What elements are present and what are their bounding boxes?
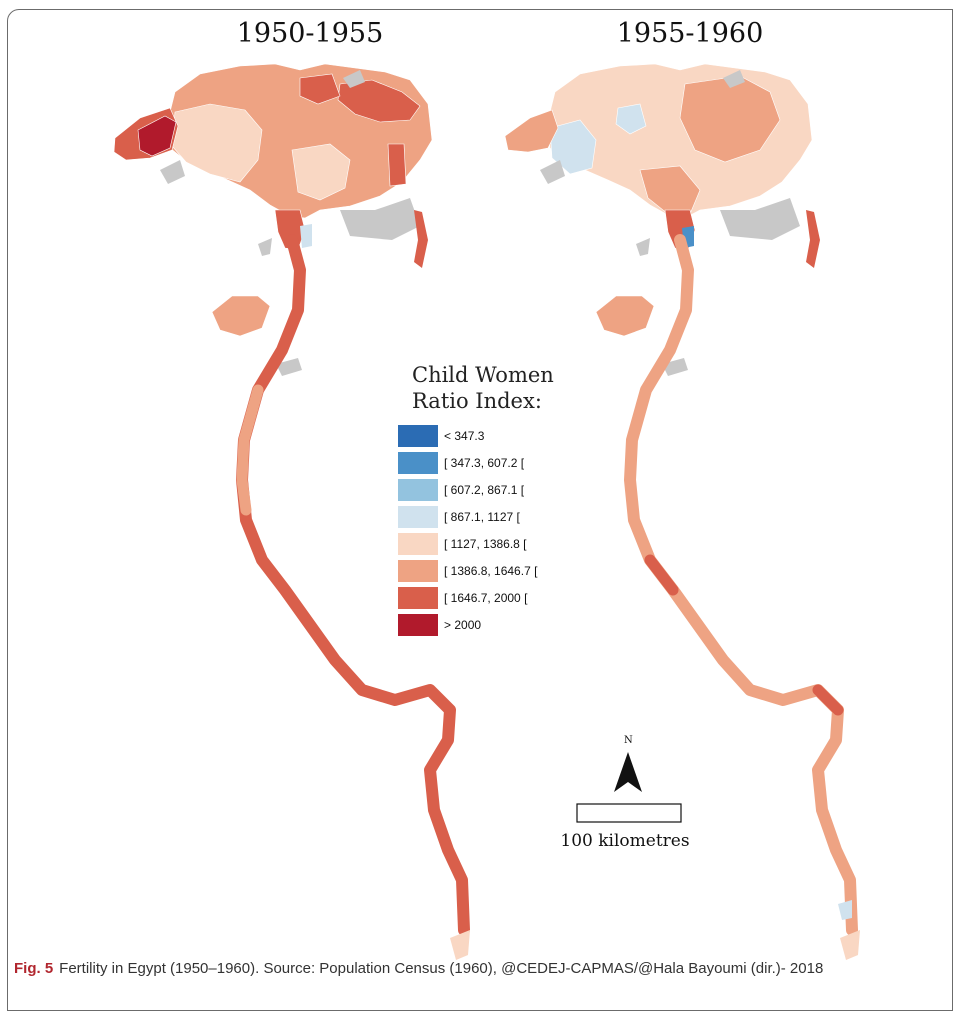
legend-swatch (398, 587, 438, 609)
north-arrow-label: N (624, 735, 633, 746)
legend-label: [ 1386.8, 1646.7 [ (444, 564, 538, 578)
aswan-tail (450, 930, 470, 960)
legend-item: < 347.3 (398, 424, 588, 448)
nodata-lake (723, 70, 745, 88)
legend-label: [ 347.3, 607.2 [ (444, 456, 525, 470)
aswan-tail (840, 930, 860, 960)
legend-title-line2: Ratio Index: (412, 389, 542, 413)
port-said-dark (387, 143, 407, 187)
alexandria-region (504, 109, 559, 153)
nodata-lake (258, 238, 272, 256)
legend-swatch (398, 560, 438, 582)
suez-region (414, 210, 428, 268)
delta-center-light (291, 143, 351, 201)
legend-swatch (398, 614, 438, 636)
alexandria-dark (137, 115, 177, 157)
caption-text: Fertility in Egypt (1950–1960). Source: … (59, 960, 824, 977)
delta-east-medium (679, 75, 781, 163)
legend-label: [ 1646.7, 2000 [ (444, 591, 528, 605)
cairo-light-blue (300, 224, 312, 248)
legend-item: [ 347.3, 607.2 [ (398, 451, 588, 475)
legend-title: Child Women Ratio Index: (412, 362, 588, 414)
delta-west-blue (549, 119, 597, 175)
legend-label: [ 867.1, 1127 [ (444, 510, 520, 524)
legend-item: [ 867.1, 1127 [ (398, 505, 588, 529)
figure-caption: Fig. 5 Fertility in Egypt (1950–1960). So… (14, 958, 934, 979)
nile-valley-upper (236, 234, 470, 936)
nodata-lake (343, 70, 365, 88)
legend-item: [ 607.2, 867.1 [ (398, 478, 588, 502)
nodata-lake (160, 160, 185, 184)
north-arrow-icon (614, 752, 642, 792)
legend-swatch (398, 533, 438, 555)
nile-valley-dark (812, 684, 844, 716)
delta-east-dark (337, 79, 421, 123)
nile-valley-mid-light (236, 384, 264, 516)
scale-bar (576, 803, 682, 823)
nodata-lake (636, 238, 650, 256)
nodata-lake (276, 358, 302, 376)
map-1950-1955 (113, 63, 470, 960)
suez-region (806, 210, 820, 268)
map-title-1955-1960: 1955-1960 (616, 18, 764, 49)
map-1955-1960 (504, 63, 860, 960)
legend-label: > 2000 (444, 618, 482, 632)
legend-swatch (398, 452, 438, 474)
fayoum-region (211, 295, 271, 337)
legend-item: [ 1646.7, 2000 [ (398, 586, 588, 610)
fayoum-region (595, 295, 655, 337)
delta-west-light (171, 103, 263, 183)
map-title-1950-1955: 1950-1955 (236, 18, 384, 49)
aswan-tail (838, 900, 852, 920)
legend-swatch (398, 479, 438, 501)
legend: Child Women Ratio Index: < 347.3 [ 347.3,… (398, 362, 588, 640)
legend-label: [ 1127, 1386.8 [ (444, 537, 527, 551)
nodata-lake (720, 198, 800, 240)
legend-label: < 347.3 (444, 429, 485, 443)
nodata-lake (340, 198, 420, 240)
delta-ne-dark (299, 73, 341, 105)
nile-valley (624, 234, 858, 936)
legend-swatch (398, 425, 438, 447)
scale-bar-label: 100 kilometres (560, 831, 690, 851)
legend-title-line1: Child Women (412, 363, 554, 387)
delta-center-blue (615, 103, 647, 135)
legend-item: > 2000 (398, 613, 588, 637)
legend-items: < 347.3 [ 347.3, 607.2 [ [ 607.2, 867.1 [ [… (398, 424, 588, 637)
legend-item: [ 1386.8, 1646.7 [ (398, 559, 588, 583)
legend-swatch (398, 506, 438, 528)
nodata-lake (540, 160, 565, 184)
figure-label: Fig. 5 (14, 960, 54, 977)
legend-item: [ 1127, 1386.8 [ (398, 532, 588, 556)
nile-valley-dark (644, 554, 679, 596)
legend-label: [ 607.2, 867.1 [ (444, 483, 525, 497)
